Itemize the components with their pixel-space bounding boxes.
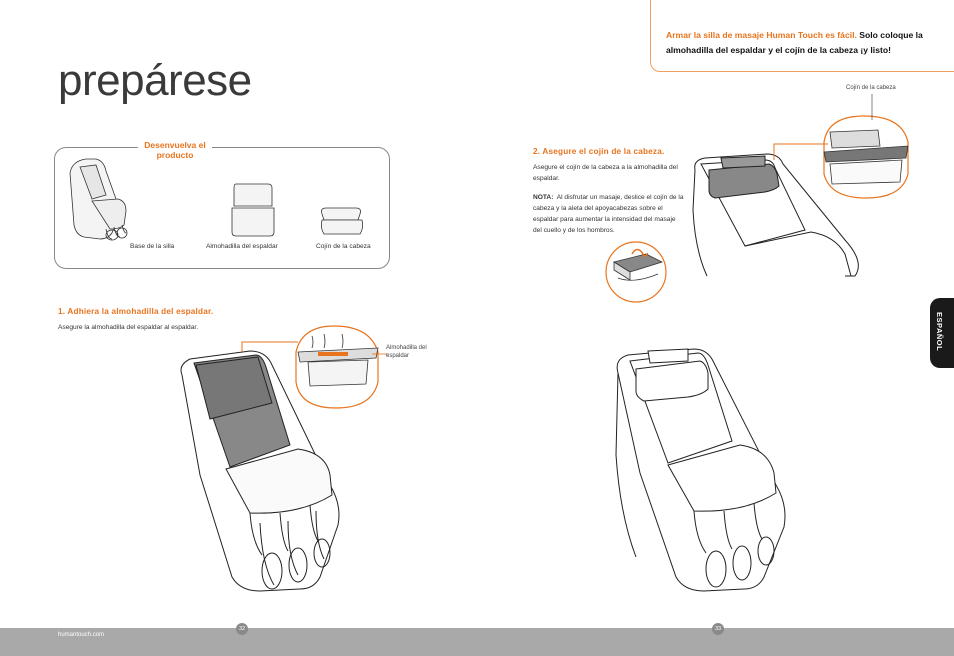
language-tab-label: ESPAÑOL xyxy=(935,312,944,352)
step1-title: 1. Adhiera la almohadilla del espaldar. xyxy=(58,307,214,316)
intro-box xyxy=(650,0,954,72)
headflap-zoom-illustration xyxy=(605,241,667,303)
step1-text: Asegure la almohadilla del espaldar al e… xyxy=(58,324,199,331)
intro-highlight: Armar la silla de masaje Human Touch es … xyxy=(666,30,857,40)
callout-headpillow: Cojín de la cabeza xyxy=(846,85,896,91)
footer-url: humantouch.com xyxy=(58,632,105,638)
chair-with-headpillow-illustration xyxy=(692,153,859,277)
assembled-chair-illustration xyxy=(615,348,786,592)
intro-rest: Solo coloque la almohadilla del espaldar… xyxy=(666,30,923,55)
callout-line-headpillow xyxy=(773,143,828,160)
page-title: prepárese xyxy=(58,56,252,105)
caption-chair-base: Base de la silla xyxy=(130,243,175,250)
headpillow-zoom-illustration xyxy=(823,115,909,199)
step2-note-label: NOTA: xyxy=(533,194,554,201)
unwrap-box xyxy=(54,147,390,269)
intro-text: Armar la silla de masaje Human Touch es … xyxy=(666,28,946,58)
footer-bar xyxy=(0,628,954,656)
chair-with-backrest-illustration xyxy=(180,350,340,592)
chair-base-illustration xyxy=(69,158,128,241)
caption-backrest-pad: Almohadilla del espaldar xyxy=(206,243,278,250)
language-tab: ESPAÑOL xyxy=(930,298,954,368)
callout-line-headpillow-label xyxy=(871,94,873,120)
page-number-right: 33 xyxy=(712,623,724,635)
callout-line-backrest xyxy=(241,341,298,352)
backrest-pad-illustration xyxy=(231,183,275,237)
head-pillow-illustration xyxy=(320,207,364,235)
step2-title: 2. Asegure el cojín de la cabeza. xyxy=(533,147,665,156)
page-number-left: 32 xyxy=(236,623,248,635)
step2-note: NOTA: Al disfrutar un masaje, deslice el… xyxy=(533,192,685,236)
unwrap-title: Desenvuelva el producto xyxy=(138,140,212,160)
callout-line-backrest-label xyxy=(372,353,388,355)
step2-note-text: Al disfrutar un masaje, deslice el cojín… xyxy=(533,194,684,234)
step2-text: Asegure el cojín de la cabeza a la almoh… xyxy=(533,164,678,182)
caption-head-pillow: Cojín de la cabeza xyxy=(316,243,371,250)
callout-backrest: Almohadilla del espaldar xyxy=(386,345,427,359)
backrest-zoom-illustration xyxy=(295,325,379,409)
